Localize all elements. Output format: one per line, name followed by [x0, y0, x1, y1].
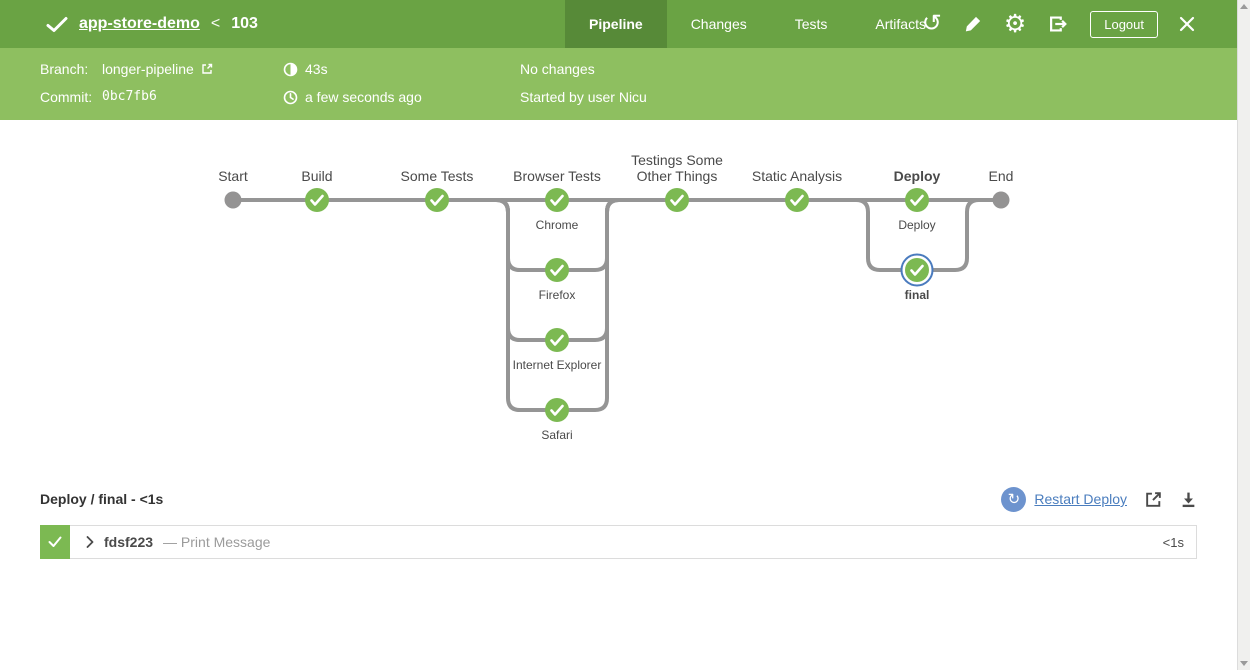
check-icon — [310, 194, 324, 206]
run-header: app-store-demo < 103 — [46, 0, 258, 48]
restart-deploy-link: Restart Deploy — [1034, 491, 1127, 507]
stage-label-deploy: Deploy — [894, 168, 941, 184]
branch-label: Branch: — [40, 61, 89, 77]
check-icon — [550, 404, 564, 416]
step-duration: <1s — [1162, 534, 1184, 550]
tab-changes[interactable]: Changes — [690, 16, 747, 32]
pipeline-node-firefox[interactable] — [545, 258, 569, 282]
parallel-label-safari: Safari — [541, 428, 572, 442]
check-icon — [910, 194, 924, 206]
toolbar: ↺ ⚙ Logout — [922, 0, 1195, 48]
pipeline-node-build[interactable] — [305, 188, 329, 212]
parallel-label-internet-explorer: Internet Explorer — [513, 358, 602, 372]
check-icon — [550, 334, 564, 346]
check-icon — [550, 264, 564, 276]
step-description: — Print Message — [163, 534, 271, 550]
step-id: fdsf223 — [104, 534, 154, 550]
parallel-label-final: final — [905, 288, 930, 302]
rerun-icon[interactable]: ↺ — [921, 10, 942, 37]
step-status-success — [40, 525, 70, 559]
check-icon — [910, 264, 924, 276]
scroll-up-arrow[interactable] — [1240, 4, 1248, 9]
terminal-node-end — [992, 191, 1010, 209]
duration-icon — [283, 62, 298, 76]
step-row[interactable]: fdsf223 — Print Message <1s — [40, 525, 1197, 559]
top-bar: app-store-demo < 103 Pipeline Changes Te… — [0, 0, 1237, 48]
tab-tests[interactable]: Tests — [794, 16, 828, 32]
tab-artifacts[interactable]: Artifacts — [875, 16, 926, 32]
check-icon — [430, 194, 444, 206]
pipeline-node-deploy[interactable] — [905, 188, 929, 212]
stage-label-start: Start — [218, 168, 248, 184]
step-header: Deploy / final - <1s ↻ Restart Deploy — [40, 485, 1197, 513]
pipeline-node-static-analysis[interactable] — [785, 188, 809, 212]
close-icon[interactable] — [1179, 16, 1195, 32]
clock-icon — [283, 90, 298, 104]
parallel-label-chrome: Chrome — [536, 218, 579, 232]
run-separator: < — [210, 15, 221, 32]
stage-label-build: Build — [301, 168, 332, 184]
step-section: Deploy / final - <1s ↻ Restart Deploy — [0, 485, 1237, 559]
duration-text: 43s — [305, 61, 328, 77]
parallel-label-firefox: Firefox — [539, 288, 576, 302]
stage-label-browser-tests: Browser Tests — [513, 168, 601, 184]
time-ago-item: a few seconds ago — [283, 89, 422, 105]
step-section-title: Deploy / final - <1s — [40, 491, 164, 507]
download-log-icon[interactable] — [1180, 491, 1197, 508]
exit-icon[interactable] — [1047, 13, 1069, 35]
pipeline-name-link[interactable]: app-store-demo — [79, 15, 200, 32]
external-link-icon — [202, 63, 213, 74]
branch-value[interactable]: longer-pipeline — [102, 61, 213, 77]
page-scrollbar[interactable] — [1237, 0, 1250, 670]
run-details-bar: Branch: longer-pipeline Commit: 0bc7fb6 … — [0, 48, 1237, 120]
restart-deploy-control[interactable]: ↻ Restart Deploy — [1001, 486, 1127, 512]
pipeline-node-internet-explorer[interactable] — [545, 328, 569, 352]
tab-bar: Pipeline Changes Tests Artifacts — [565, 0, 950, 48]
pipeline-node-some-tests[interactable] — [425, 188, 449, 212]
logout-button[interactable]: Logout — [1090, 10, 1158, 38]
pipeline-graph: Start Build Some Tests Browser TestsChromeF… — [218, 152, 1014, 442]
stage-label-end: End — [989, 168, 1014, 184]
scroll-down-arrow[interactable] — [1240, 661, 1248, 666]
branch-name: longer-pipeline — [102, 61, 194, 77]
commit-value: 0bc7fb6 — [102, 89, 157, 104]
duration-item: 43s — [283, 61, 328, 77]
restart-deploy-icon: ↻ — [1001, 486, 1027, 512]
pipeline-node-final[interactable] — [905, 258, 929, 282]
check-icon — [790, 194, 804, 206]
pipeline-node-chrome[interactable] — [545, 188, 569, 212]
open-log-icon[interactable] — [1144, 490, 1163, 509]
tab-pipeline[interactable]: Pipeline — [565, 0, 667, 48]
check-icon — [670, 194, 684, 206]
stage-label-static-analysis: Static Analysis — [752, 168, 842, 184]
parallel-label-deploy: Deploy — [898, 218, 935, 232]
pipeline-node-testings-some-other-things[interactable] — [665, 188, 689, 212]
time-ago-text: a few seconds ago — [305, 89, 422, 105]
run-number: 103 — [231, 15, 258, 32]
started-by-text: Started by user Nicu — [520, 89, 647, 105]
terminal-node-start — [224, 191, 242, 209]
check-icon — [550, 194, 564, 206]
pipeline-node-safari[interactable] — [545, 398, 569, 422]
changes-text: No changes — [520, 61, 595, 77]
stage-label-some-tests: Some Tests — [401, 168, 474, 184]
commit-label: Commit: — [40, 89, 93, 105]
expand-chevron-icon — [86, 536, 94, 548]
edit-pencil-icon[interactable] — [963, 14, 983, 34]
step-controls: ↻ Restart Deploy — [1001, 486, 1197, 512]
success-check-icon — [46, 16, 68, 32]
settings-gear-icon[interactable]: ⚙ — [1003, 10, 1027, 38]
